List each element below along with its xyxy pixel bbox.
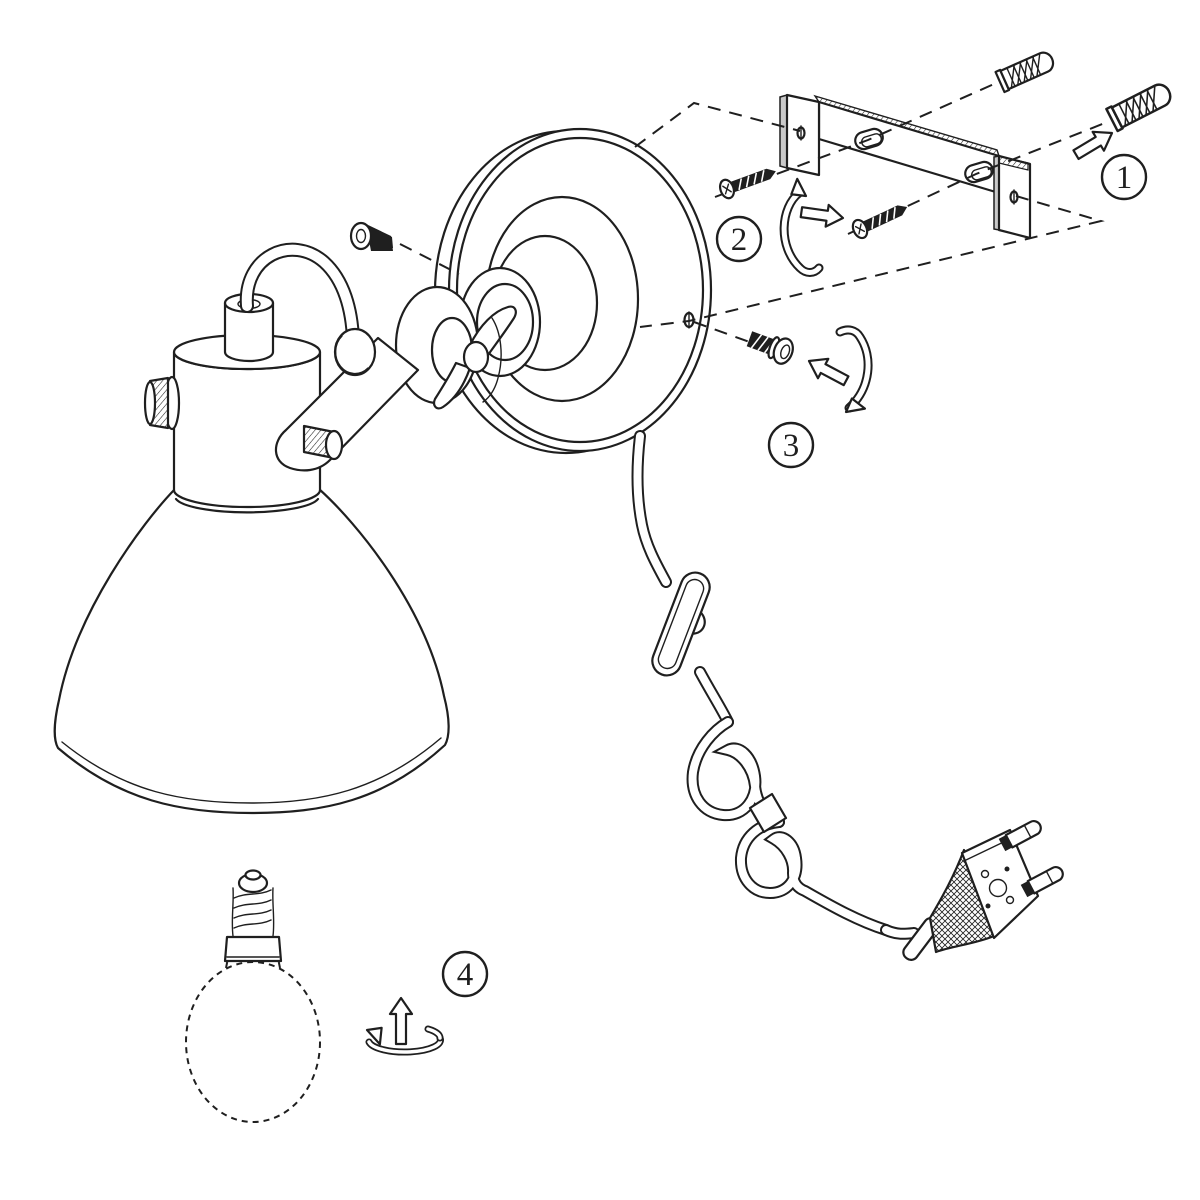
wall-anchor-1 (994, 51, 1055, 94)
pivot-wing-nut (433, 305, 517, 410)
canopy-screw (746, 331, 794, 365)
lamp-cable-loop (239, 242, 360, 347)
step-2-label: 2 (731, 222, 748, 258)
lamp-body (143, 292, 322, 514)
step-1-badge: 1 (1100, 153, 1148, 201)
plug-pin (1020, 866, 1064, 898)
cord-tie-band (748, 792, 788, 834)
arm-thumb-screw (302, 424, 344, 461)
up-arrow-icon (388, 996, 414, 1046)
step-4-label: 4 (457, 957, 474, 993)
cable-hinge-barrel (333, 327, 377, 377)
mounting-screw-1 (718, 168, 776, 200)
plug-pin (998, 820, 1042, 852)
wall-canopy (433, 127, 713, 455)
bracket-arm (274, 336, 420, 472)
lamp-shade (53, 487, 450, 815)
light-bulb (185, 869, 321, 1123)
step-2-badge: 2 (715, 215, 763, 263)
insert-arrow-step1 (1072, 130, 1114, 161)
power-cord-upper (631, 430, 672, 588)
step-1-label: 1 (1116, 160, 1133, 196)
step-3-badge: 3 (767, 421, 815, 469)
rotation-arrow-step4 (365, 996, 444, 1056)
pull-arrow-step3 (807, 357, 850, 387)
cover-screw (349, 221, 393, 251)
euro-plug (902, 820, 1064, 961)
socket-thumb-screw-left (143, 375, 181, 431)
mounting-screw-2 (851, 205, 908, 240)
power-cord-loops (686, 666, 920, 940)
inline-switch (651, 571, 711, 677)
rotation-arrow-step3 (835, 325, 873, 414)
step-4-badge: 4 (441, 950, 489, 998)
rotation-arrow-step2 (779, 177, 824, 277)
bracket-hole (796, 125, 806, 141)
push-arrow-step2 (799, 203, 845, 228)
step-3-label: 3 (783, 428, 800, 464)
wall-anchor-2 (1105, 83, 1172, 133)
